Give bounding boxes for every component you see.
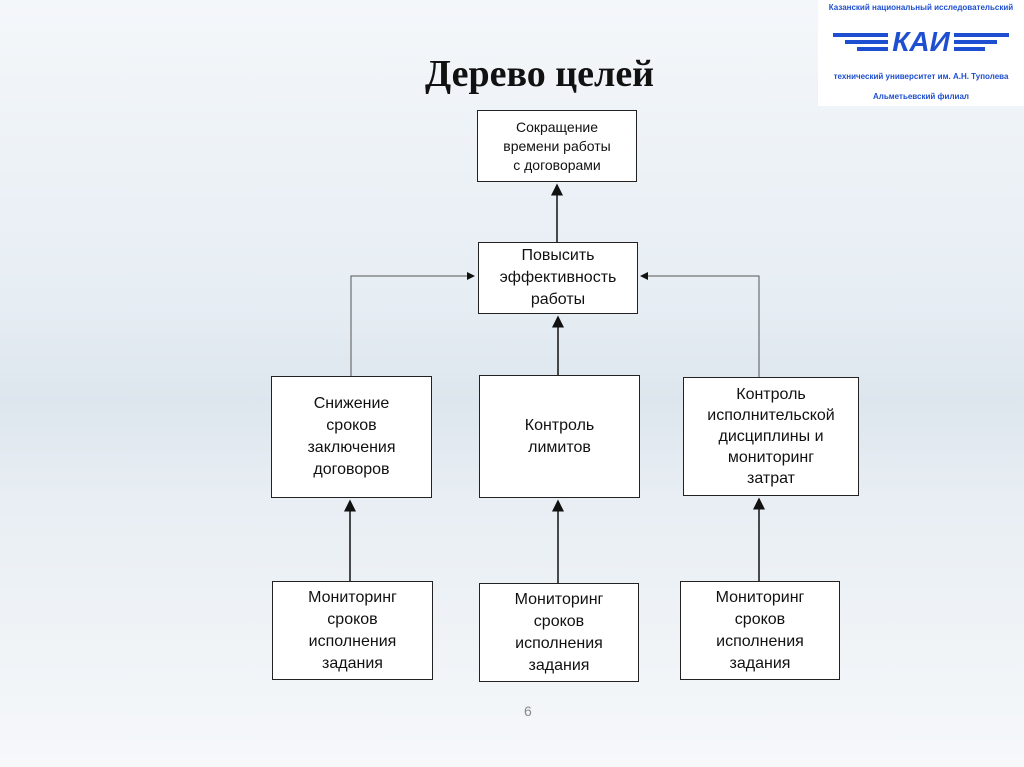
- main-goal-box: Повысить эффективность работы: [478, 242, 638, 314]
- subgoal-box-discipline: Контроль исполнительской дисциплины и мо…: [683, 377, 859, 496]
- task-box-3: Мониторинг сроков исполнения задания: [680, 581, 840, 680]
- subgoal-box-terms: Снижение сроков заключения договоров: [271, 376, 432, 498]
- slide-title: Дерево целей: [425, 53, 655, 95]
- logo-branch-text: Альметьевский филиал: [872, 91, 969, 101]
- subgoal-box-limits: Контроль лимитов: [479, 375, 640, 498]
- kai-logo: Казанский национальный исследовательский…: [818, 0, 1024, 106]
- arrow-terms-to-goal: [350, 272, 475, 376]
- kai-emblem: КАИ: [831, 23, 1011, 61]
- root-goal-box: Сокращение времени работы с договорами: [477, 110, 637, 182]
- logo-top-text: Казанский национальный исследовательский: [828, 3, 1014, 12]
- logo-abbr: КАИ: [888, 26, 954, 59]
- page-number: 6: [524, 703, 532, 719]
- arrow-discipline-to-goal: [640, 272, 760, 377]
- logo-bottom-text: технический университет им. А.Н. Туполев…: [833, 71, 1009, 81]
- task-box-2: Мониторинг сроков исполнения задания: [479, 583, 639, 682]
- task-box-1: Мониторинг сроков исполнения задания: [272, 581, 433, 680]
